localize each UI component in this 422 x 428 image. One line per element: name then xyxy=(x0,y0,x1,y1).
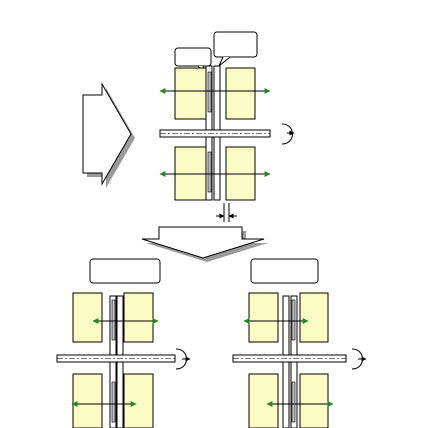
top-rotation-arrow xyxy=(281,123,293,145)
process-arrow-down xyxy=(141,226,268,262)
br-right-upper-block xyxy=(299,292,329,343)
callout-bottom-right xyxy=(250,258,319,284)
top-right-upper-block xyxy=(225,67,256,120)
top-left-upper-block xyxy=(174,67,207,120)
callout-bottom-left xyxy=(89,258,161,284)
bl-left-lower-block xyxy=(72,373,103,428)
bl-right-upper-block xyxy=(123,292,154,343)
br-left-upper-block xyxy=(248,292,279,343)
bl-left-upper-block xyxy=(72,292,103,343)
bottom-left-assembly xyxy=(56,258,191,428)
callout-top-right xyxy=(213,31,258,67)
bl-right-lower-block xyxy=(123,373,154,428)
process-arrow-right xyxy=(82,82,135,188)
br-right-lower-block xyxy=(299,373,329,428)
top-assembly xyxy=(159,31,295,222)
bottom-right-assembly xyxy=(232,258,367,428)
br-left-lower-block xyxy=(248,373,279,428)
